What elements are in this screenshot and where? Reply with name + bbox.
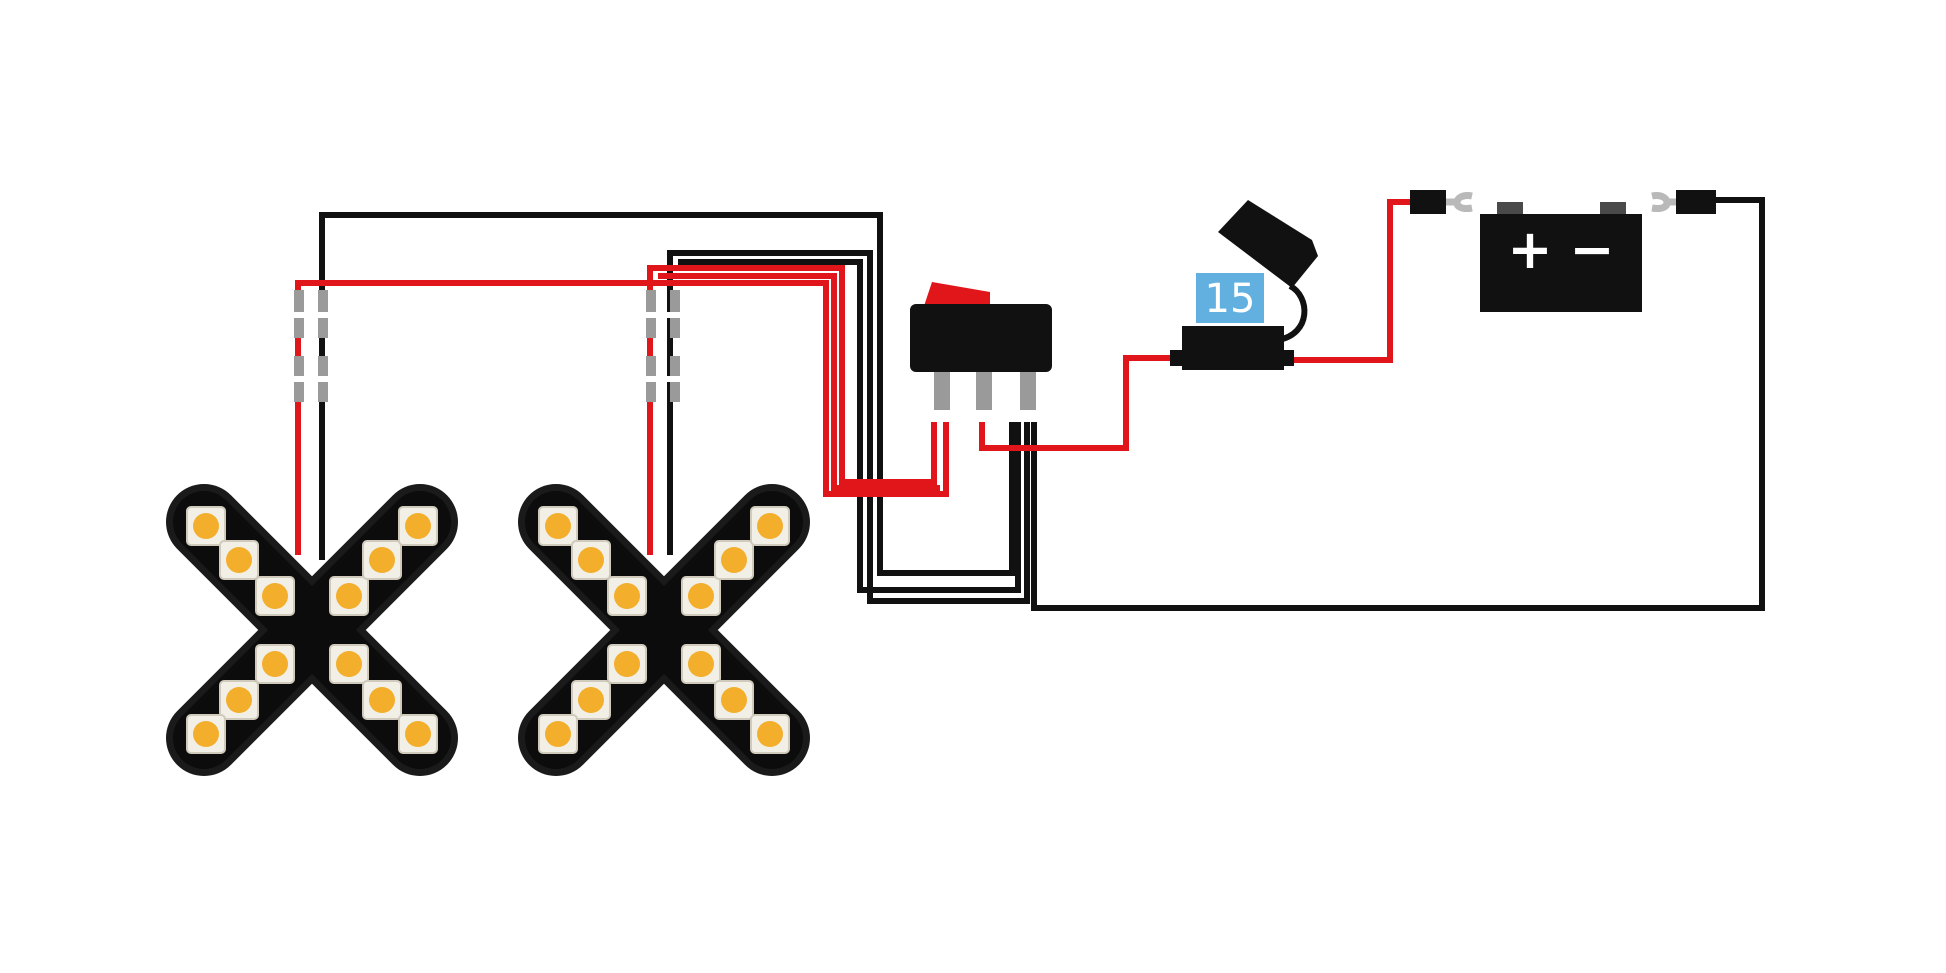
ground-wire-battery-return [1031,197,1765,611]
fuse-rating: 15 [1205,276,1256,322]
switch-terminals [934,372,1036,410]
battery-body [1480,214,1642,312]
fuse-cap [1218,200,1318,288]
battery: + − [1410,190,1716,312]
connector-pair-light2 [642,290,684,402]
hot-wire-fuse-to-battery [1292,199,1412,363]
rocker-switch [910,282,1052,410]
fuse-cap-strap [1277,283,1308,343]
hot-wire-light2-inner [658,273,940,491]
connector-bottom [642,356,684,402]
switch-rocker [924,282,990,306]
ground-wire-light2-inner [678,259,1021,593]
battery-negative-terminal [1651,190,1716,214]
cross-led-light [518,484,810,776]
hot-wire-switch-to-fuse [979,355,1180,451]
connector-top [290,290,332,338]
battery-negative-label: − [1569,218,1614,281]
fuse-blade [1196,273,1264,323]
battery-positive-terminal [1410,190,1473,214]
inline-fuse-holder: 15 [1170,200,1318,370]
switch-body [910,304,1052,372]
connector-bottom [290,356,332,402]
connector-pair-light1 [290,290,332,402]
battery-positive-label: + [1507,218,1552,281]
cross-led-light [166,484,458,776]
ground-wire-light1-outer [319,212,1015,576]
connector-top [642,290,684,338]
